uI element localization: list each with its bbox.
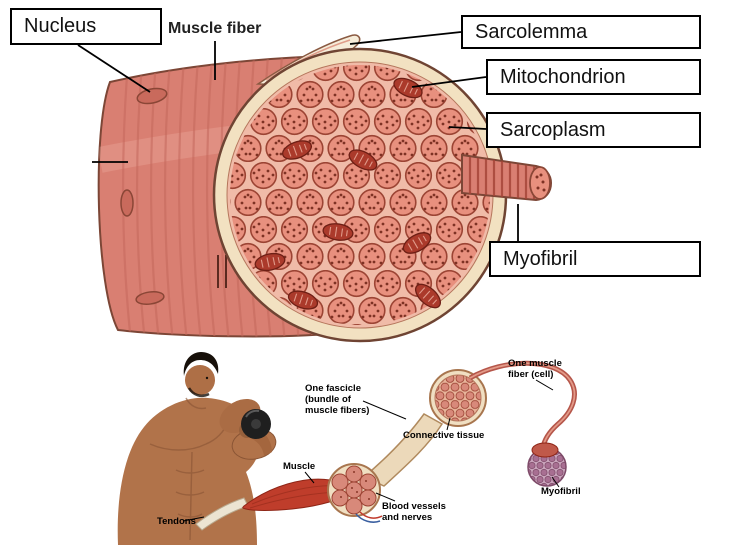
one-muscle-fiber-cylinder <box>527 442 567 487</box>
mitochondrion-leader-line <box>411 76 487 88</box>
beard <box>187 387 210 397</box>
one-muscle-fiber-leader-line <box>535 379 554 391</box>
muscle-fiber-label: Muscle fiber <box>168 20 262 37</box>
one-fascicle-leader-line <box>362 400 407 420</box>
nucleus-callout-box: Nucleus <box>10 8 162 45</box>
sarcolemma-callout-label: Sarcolemma <box>475 20 588 43</box>
myofibril-callout-box: Myofibril <box>489 241 701 277</box>
surface-marks <box>217 255 227 288</box>
blood-vessels-label: Blood vessels and nerves <box>382 501 446 523</box>
myofibril-cross-sections <box>230 65 490 325</box>
blood-vessels <box>355 511 383 523</box>
tendons-label: Tendons <box>157 516 196 527</box>
tendons-leader-line <box>182 516 205 522</box>
one-muscle-fiber-label: One muscle fiber (cell) <box>508 358 562 380</box>
dumbbell <box>241 409 271 439</box>
connective-tissue-leader-line <box>446 417 451 431</box>
sarcoplasm-leader-line <box>448 126 487 130</box>
callout-leader-lines <box>77 31 519 241</box>
muscle-label: Muscle <box>283 461 316 472</box>
inset-leader-lines <box>182 379 560 522</box>
nucleus-callout-label: Nucleus <box>24 15 97 37</box>
fascicle-tube <box>362 413 444 487</box>
cut-face <box>212 47 508 343</box>
mitochondrion-callout-label: Mitochondrion <box>500 65 626 88</box>
single-fiber-strand <box>468 360 577 449</box>
protruding-myofibril <box>461 153 553 202</box>
mitochondrion-callout-box: Mitochondrion <box>486 59 701 95</box>
myofibril-small-leader-line <box>551 476 560 488</box>
muscle-cut-bundle <box>327 463 381 517</box>
sarcoplasm-callout-label: Sarcoplasm <box>500 118 606 141</box>
myofibril-small-label: Myofibril <box>541 486 581 497</box>
nucleus-bumps <box>120 87 168 306</box>
sarcolemma-callout-box: Sarcolemma <box>461 15 701 49</box>
mitochondria <box>254 77 442 310</box>
blood-vessels-leader-line <box>375 492 396 502</box>
fascicle-cross-section <box>429 369 487 427</box>
head <box>185 365 215 395</box>
muscle-leader-line <box>304 471 315 484</box>
myofibril-callout-label: Myofibril <box>503 247 578 270</box>
sarcolemma-leader-line <box>349 31 462 45</box>
muscle-dissection-chain <box>182 360 577 531</box>
sarcoplasm-callout-box: Sarcoplasm <box>486 112 701 148</box>
one-fascicle-label: One fascicle (bundle of muscle fibers) <box>305 383 370 416</box>
nucleus-leader-line <box>77 44 151 93</box>
connective-tissue-label: Connective tissue <box>403 430 485 441</box>
hair <box>183 352 219 376</box>
man-illustration <box>117 352 277 545</box>
